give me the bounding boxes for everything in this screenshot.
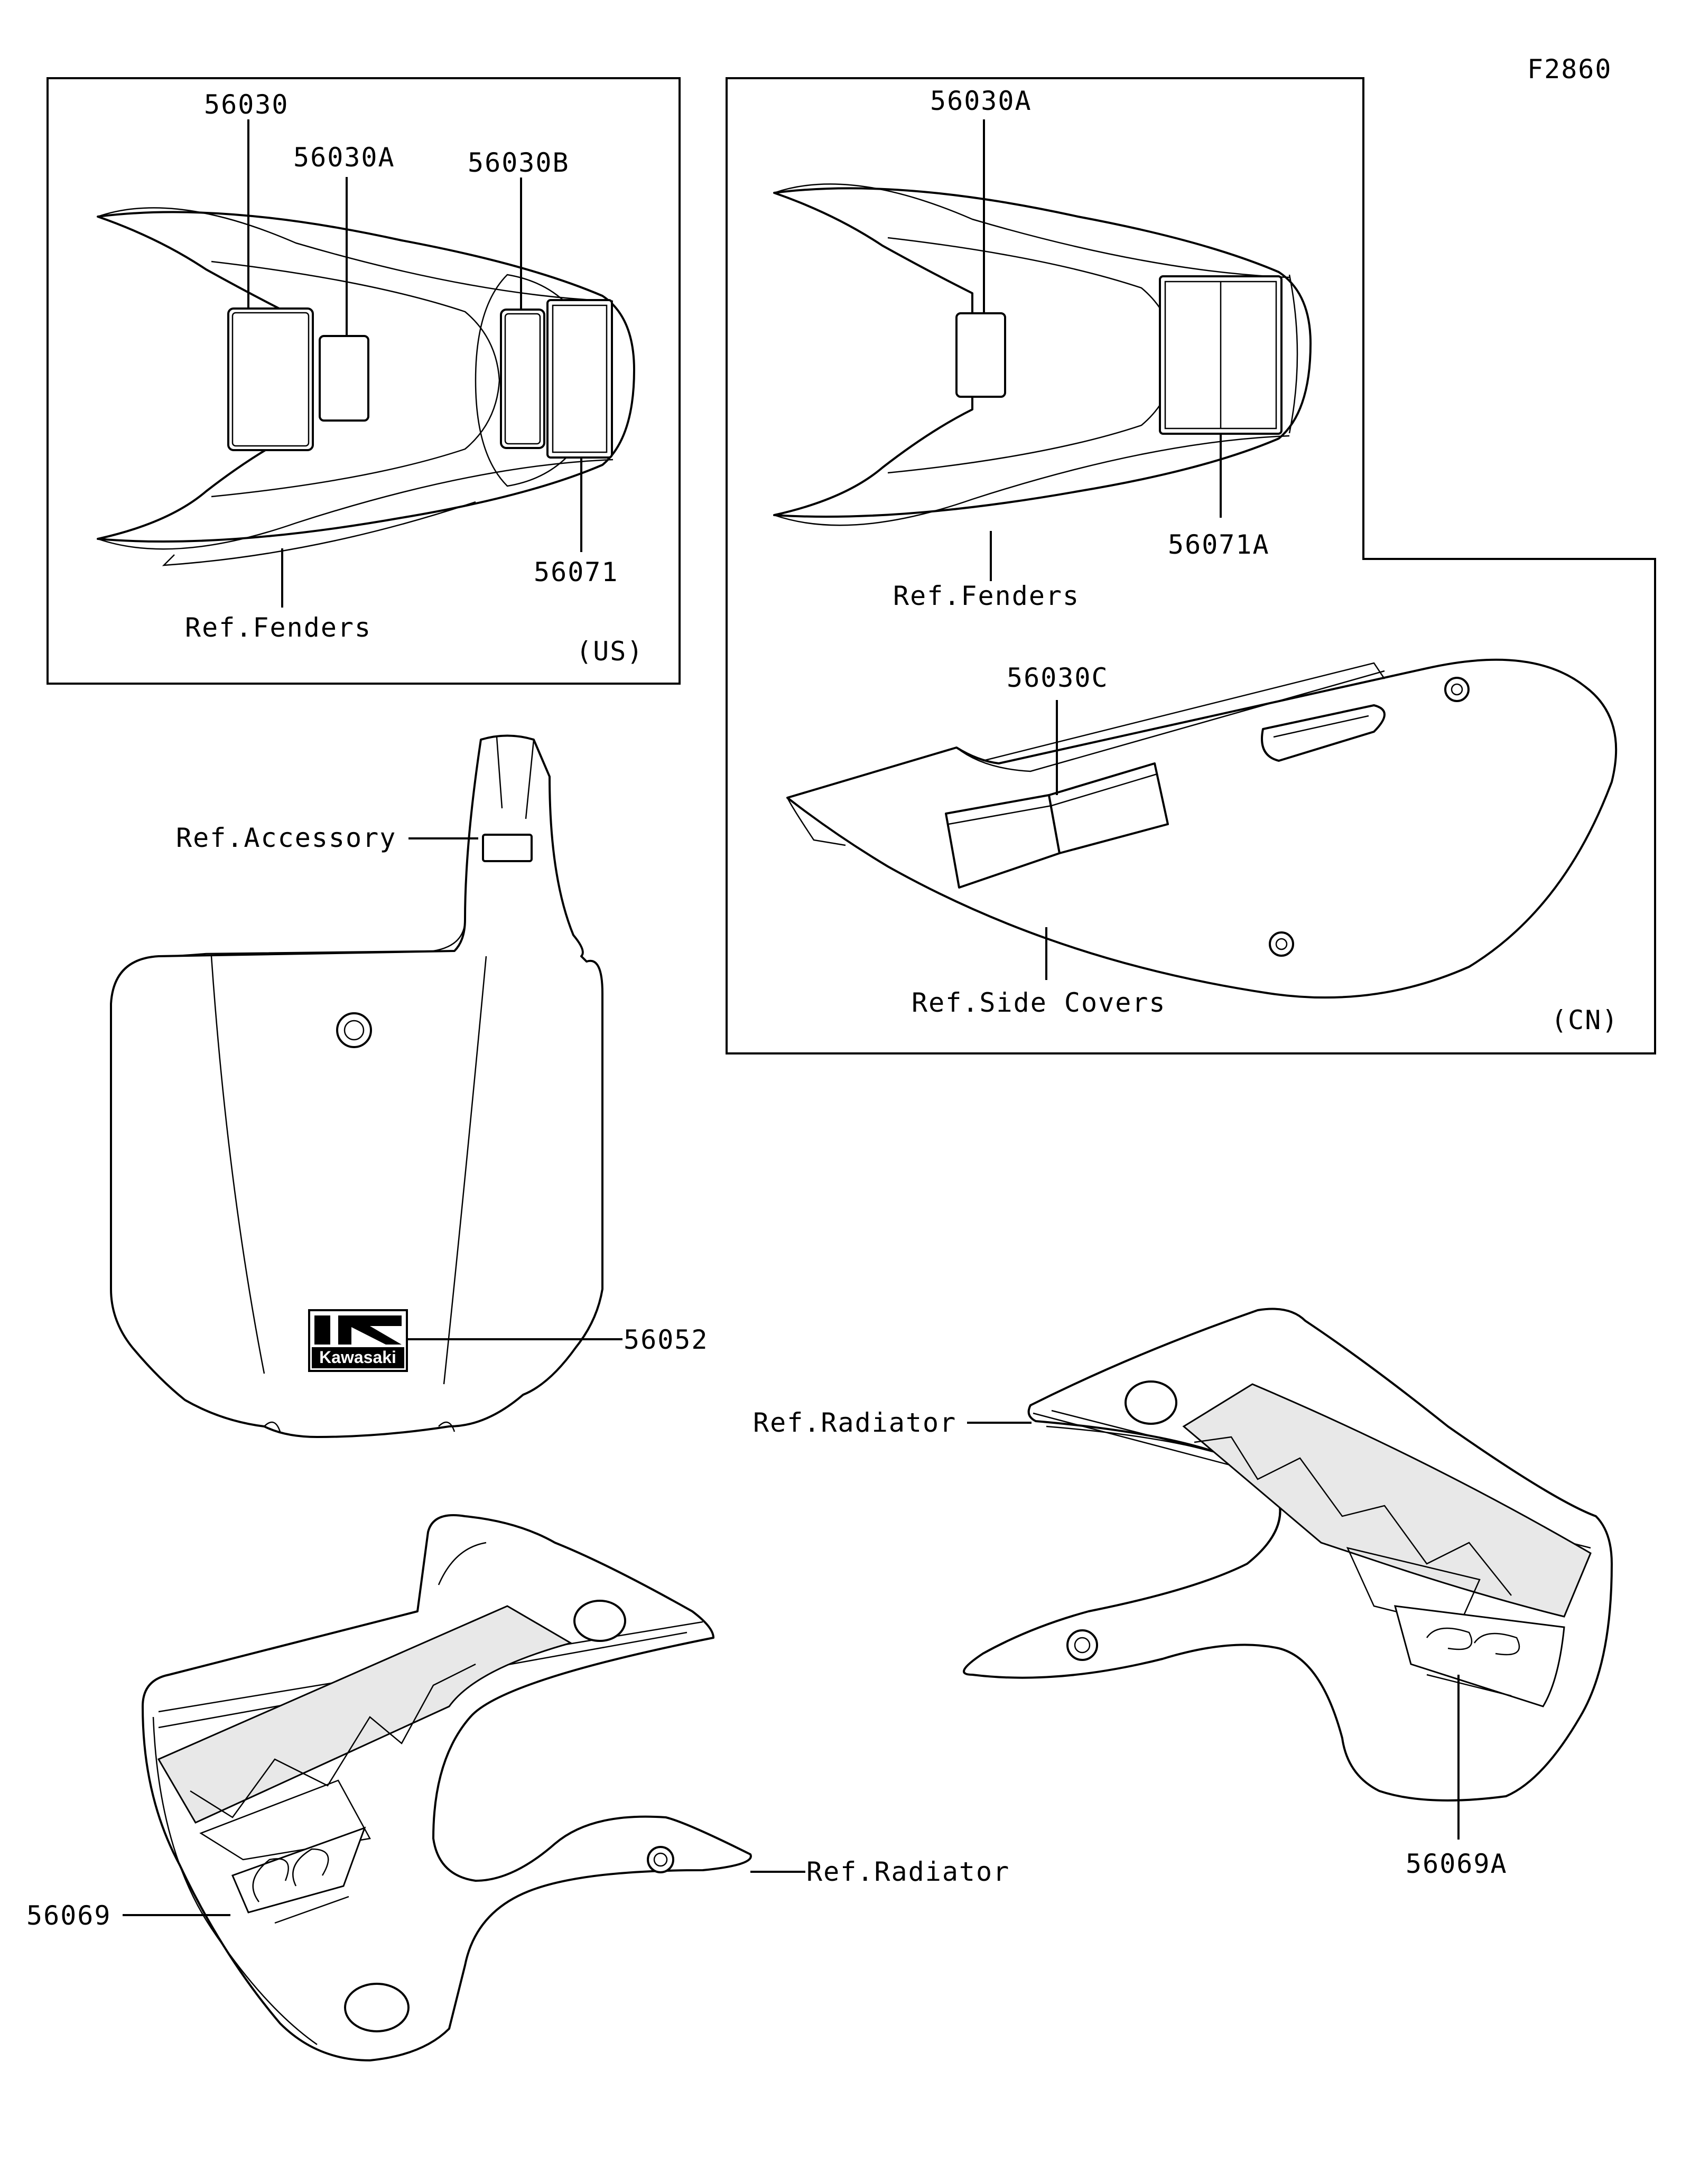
cn-box: 56030A 56071A Ref.Fenders 56030C Ref.Sid… xyxy=(726,77,1656,1054)
label-ref-fenders-us: Ref.Fenders xyxy=(185,612,371,643)
label-56030b: 56030B xyxy=(468,147,570,178)
decal-56030c xyxy=(945,762,1169,889)
decal-56052: Kawasaki xyxy=(308,1309,408,1372)
decal-56071 xyxy=(546,299,613,459)
kawasaki-logo-text: Kawasaki xyxy=(319,1348,396,1367)
label-ref-radiator-left: Ref.Radiator xyxy=(806,1856,1010,1887)
label-56030c: 56030C xyxy=(1007,662,1109,693)
decal-56030a xyxy=(319,335,369,422)
label-ref-accessory: Ref.Accessory xyxy=(176,823,396,853)
label-56069a: 56069A xyxy=(1406,1849,1508,1879)
label-56071: 56071 xyxy=(534,557,619,587)
us-box: 56030 56030A 56030B 56071 Ref.Fenders (U… xyxy=(47,77,681,685)
label-56030a: 56030A xyxy=(293,142,395,173)
left-radiator-shroud xyxy=(142,1514,752,2061)
figure-code: F2860 xyxy=(1527,54,1612,85)
side-cover-cn xyxy=(786,658,1618,999)
label-region-us: (US) xyxy=(576,636,644,667)
label-56071a: 56071A xyxy=(1168,529,1270,560)
decal-56030a-cn xyxy=(955,312,1006,398)
label-56052: 56052 xyxy=(624,1324,709,1355)
label-ref-fenders-cn: Ref.Fenders xyxy=(893,581,1080,611)
front-number-plate xyxy=(110,734,603,1438)
label-56030: 56030 xyxy=(204,89,289,120)
decal-56030 xyxy=(227,307,314,451)
label-56069: 56069 xyxy=(26,1900,112,1931)
label-ref-side-covers: Ref.Side Covers xyxy=(912,987,1166,1018)
label-ref-radiator-right: Ref.Radiator xyxy=(753,1407,956,1438)
decal-56030b xyxy=(500,309,545,449)
label-56030a-cn: 56030A xyxy=(930,86,1032,116)
right-radiator-shroud xyxy=(963,1308,1613,1802)
label-region-cn: (CN) xyxy=(1551,1005,1619,1035)
